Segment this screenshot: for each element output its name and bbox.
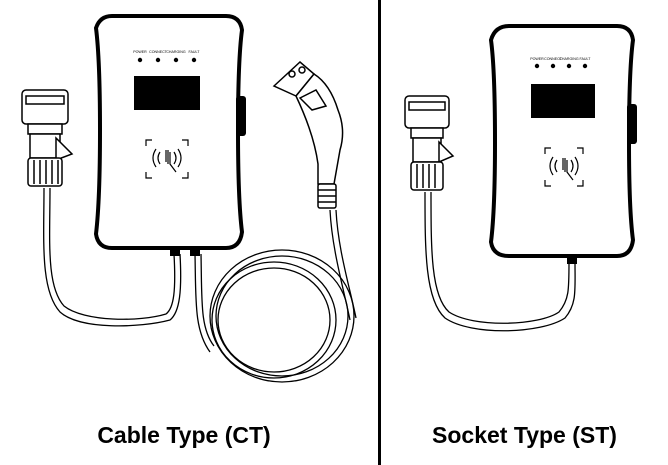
side-button [627, 104, 637, 144]
cable-type-caption: Cable Type (CT) [97, 422, 271, 448]
cable-type-illustration: POWER CONNECT CHARGING FAULT [21, 14, 357, 383]
charger-body [488, 24, 637, 264]
led-label-fault: FAULT [580, 57, 592, 61]
side-button [236, 96, 246, 136]
led-label-connect: CONNECT [149, 50, 168, 54]
led-label-fault: FAULT [189, 50, 201, 54]
rfid-contactless-icon [145, 139, 189, 179]
charger-body [93, 14, 246, 256]
indicator-leds: POWER CONNECT CHARGING FAULT [133, 50, 201, 63]
industrial-plug-icon [404, 95, 455, 191]
led-label-charging: CHARGING [559, 57, 579, 61]
panel-divider [378, 0, 381, 465]
display-screen [531, 84, 595, 118]
led-label-connect: CONNECT [544, 57, 563, 61]
supply-cable [424, 191, 576, 332]
coiled-charging-cable [194, 209, 357, 383]
socket-type-caption: Socket Type (ST) [432, 422, 617, 448]
supply-cable [43, 187, 182, 327]
rfid-contactless-icon [544, 147, 584, 187]
display-screen [134, 76, 200, 110]
industrial-plug-icon [21, 89, 74, 187]
led-label-power: POWER [530, 57, 544, 61]
cable-type-panel: POWER CONNECT CHARGING FAULT Cable Type … [21, 14, 357, 448]
indicator-leds: POWER CONNECT CHARGING FAULT [530, 57, 592, 69]
led-label-power: POWER [133, 50, 147, 54]
led-label-charging: CHARGING [166, 50, 186, 54]
socket-type-illustration: POWER CONNECT CHARGING FAULT [404, 24, 637, 332]
socket-type-panel: POWER CONNECT CHARGING FAULT Socket Type… [381, 0, 668, 465]
ev-connector-icon [272, 60, 344, 209]
